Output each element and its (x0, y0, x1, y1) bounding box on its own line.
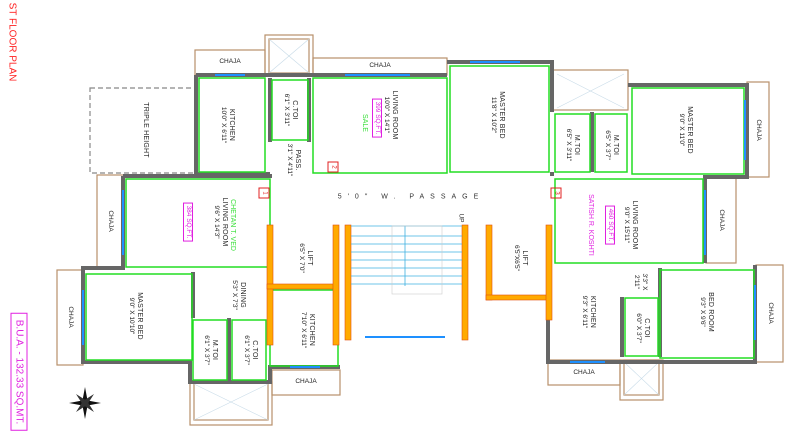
windows (82, 61, 756, 368)
flat-number-3: 3 (550, 187, 562, 199)
room-passage: PASS.3'1" X 4'11" (286, 143, 301, 177)
chaja-label: CHAJA (369, 62, 391, 69)
plan-title: ST FLOOR PLAN (6, 2, 18, 82)
chaja-label: CHAJA (718, 209, 725, 231)
flat-area-3: 460 SQ.FT. (605, 205, 615, 245)
chaja-label: CHAJA (573, 369, 595, 376)
stair-treads (351, 225, 462, 286)
duct-crosses (193, 38, 660, 421)
chaja-label: CHAJA (67, 306, 74, 328)
chaja-label: CHAJA (295, 378, 317, 385)
chaja-label: CHAJA (767, 302, 774, 324)
chaja-label: CHAJA (107, 210, 114, 232)
passage-label: 5'0" W. PASSAGE (337, 193, 485, 201)
flat-area-1: 384 SQ.FT. (183, 202, 193, 242)
room-outlines (85, 65, 755, 381)
flat-owner-2: SALE (361, 114, 368, 132)
chaja-label: CHAJA (219, 58, 241, 65)
compass-icon (69, 387, 101, 419)
flat-owner-1: CHETAN T. VED (229, 199, 236, 251)
flat-area-2: 399 SQ.FT. (372, 98, 382, 138)
flat-number-2: 2 (327, 161, 339, 173)
stair-up-label: UP (457, 213, 465, 223)
flat-number-1: 1 (258, 187, 270, 199)
room-triple-height: TRIPLE HEIGHT (142, 102, 149, 158)
flat-owner-3: SATISH R. KOSHTI (587, 194, 594, 256)
stair-well (391, 225, 443, 295)
chaja-label: CHAJA (755, 119, 762, 141)
lift-stair-walls (266, 224, 553, 346)
built-up-area: B.U.A. - 132.33 SQ.MT. (10, 312, 28, 432)
chaja-outlines (56, 34, 784, 426)
